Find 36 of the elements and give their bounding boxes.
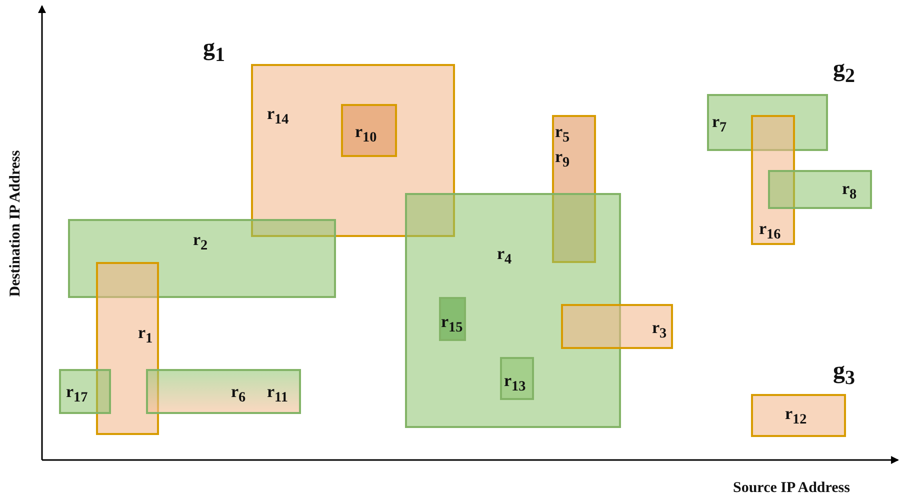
range-label: r$_{5}$ [555, 123, 570, 146]
range-label: r$_{1}$ [138, 324, 153, 348]
range-label: r$_{16}$ [759, 220, 781, 244]
range-label: r$_{13}$ [504, 372, 526, 396]
range-label: r$_{14}$ [267, 105, 289, 128]
address-range-rectangle [768, 170, 872, 209]
axis-title: Source IP Address [733, 480, 850, 497]
address-range-rectangle [751, 115, 795, 245]
range-label: r$_{6}$ [231, 383, 246, 406]
axis-title: Destination IP Address [8, 149, 24, 299]
address-range-rectangle [500, 357, 534, 400]
range-label: r$_{2}$ [193, 231, 208, 254]
range-label: r$_{7}$ [712, 113, 727, 136]
address-range-rectangle [751, 394, 846, 437]
address-range-rectangle [439, 297, 466, 341]
range-label: r$_{8}$ [842, 180, 857, 204]
address-range-rectangle [251, 64, 455, 237]
address-range-rectangle [341, 104, 397, 157]
group-label: g$_{3}$ [833, 358, 855, 390]
range-label: r$_{11}$ [267, 383, 288, 406]
range-label: r$_{9}$ [555, 148, 570, 172]
address-range-rectangle [561, 304, 673, 349]
address-range-rectangle [96, 262, 159, 435]
group-label: g$_{2}$ [833, 56, 855, 88]
address-range-rectangle [146, 369, 301, 414]
range-label: r$_{3}$ [652, 319, 667, 342]
address-range-rectangle [405, 193, 621, 428]
range-label: r$_{10}$ [355, 123, 377, 146]
range-label: r$_{12}$ [785, 405, 807, 428]
address-range-rectangle [59, 369, 111, 414]
range-label: r$_{15}$ [441, 313, 463, 336]
address-range-rectangle [68, 219, 336, 298]
range-label: r$_{17}$ [66, 383, 88, 406]
address-range-rectangle [707, 94, 828, 151]
group-label: g$_{1}$ [203, 35, 225, 67]
range-label: r$_{4}$ [497, 245, 512, 268]
